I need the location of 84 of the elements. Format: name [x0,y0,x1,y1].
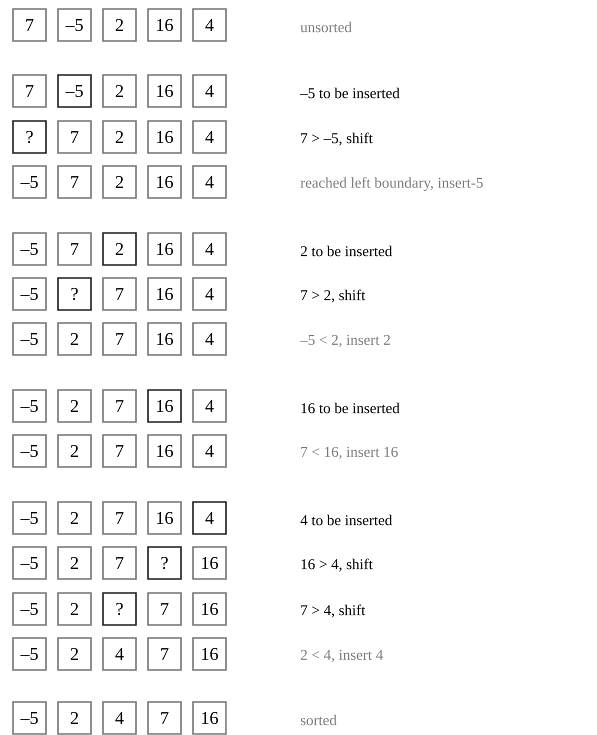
step-note: –5 < 2, insert 2 [300,334,390,348]
array-cell: 4 [192,8,227,42]
array-cell: 7 [147,701,182,735]
array-cell: 4 [102,701,137,735]
array-cell: ? [12,120,47,154]
array-cell: 4 [192,322,227,356]
step-note: 2 < 4, insert 4 [300,650,383,662]
array-cell: 4 [102,637,137,671]
array-cell: –5 [57,8,92,42]
array-cell: 2 [57,546,92,580]
array-cell: –5 [12,277,47,311]
array-cell: 16 [147,165,182,199]
step-note: 16 > 4, shift [302,558,373,572]
array-cell: 2 [57,434,92,468]
array-cell: 2 [57,592,92,626]
array-cell: 4 [192,74,227,108]
array-cell: 7 [57,120,92,154]
array-cell: ? [57,277,92,311]
array-cell: 16 [147,74,182,108]
array-cell: –5 [12,232,47,266]
array-cell: 7 [102,501,137,535]
array-cell: 16 [147,277,182,311]
array-cell: 7 [147,637,182,671]
array-cell: 4 [192,120,227,154]
step-note: 16 to be inserted [302,402,400,414]
array-cell: 2 [57,501,92,535]
array-cell: 7 [102,546,137,580]
array-cell: 2 [57,322,92,356]
step-note: –5 to be inserted [300,88,400,98]
step-note: 7 < 16, insert 16 [301,446,398,460]
array-cell: 16 [147,322,182,356]
step-note: 7 > 2, shift [301,290,366,302]
array-cell: 7 [102,322,137,356]
array-cell: 2 [102,165,137,199]
array-cell: 7 [102,434,137,468]
array-cell: 4 [192,389,227,423]
array-cell: 4 [192,277,227,311]
array-cell: 16 [147,501,182,535]
array-cell: 7 [12,74,47,108]
array-cell: –5 [12,322,47,356]
array-cell: 2 [102,74,137,108]
array-cell: 16 [147,8,182,42]
step-note: 7 > –5, shift [301,132,373,146]
array-cell: 7 [57,165,92,199]
array-cell: –5 [12,592,47,626]
array-cell: 7 [102,277,137,311]
array-cell: 2 [57,637,92,671]
array-cell: –5 [12,637,47,671]
step-note: 4 to be inserted [300,514,392,526]
step-note: reached left boundary, insert-5 [300,177,483,191]
step-note: sorted [300,714,337,726]
array-cell: 4 [192,501,227,535]
array-cell: 2 [102,120,137,154]
array-cell: 2 [102,8,137,42]
array-cell: 7 [147,592,182,626]
array-cell: 2 [102,232,137,266]
array-cell: 16 [147,232,182,266]
array-cell: 7 [102,389,137,423]
step-note: 2 to be inserted [300,246,392,256]
array-cell: –5 [12,389,47,423]
array-cell: –5 [12,501,47,535]
array-cell: –5 [57,74,92,108]
array-cell: ? [147,546,182,580]
array-cell: 7 [12,8,47,42]
array-cell: 4 [192,165,227,199]
array-cell: 16 [147,434,182,468]
array-cell: 2 [57,701,92,735]
array-cell: 7 [57,232,92,266]
array-cell: –5 [12,434,47,468]
array-cell: –5 [12,701,47,735]
array-cell: 16 [192,546,227,580]
array-cell: 4 [192,232,227,266]
array-cell: 16 [192,701,227,735]
step-note: 7 > 4, shift [301,604,366,618]
array-cell: 16 [147,389,182,423]
array-cell: –5 [12,546,47,580]
array-cell: 16 [192,637,227,671]
step-note: unsorted [300,22,352,32]
array-cell: 16 [192,592,227,626]
array-cell: –5 [12,165,47,199]
array-cell: 16 [147,120,182,154]
array-cell: ? [102,592,137,626]
array-cell: 4 [192,434,227,468]
array-cell: 2 [57,389,92,423]
